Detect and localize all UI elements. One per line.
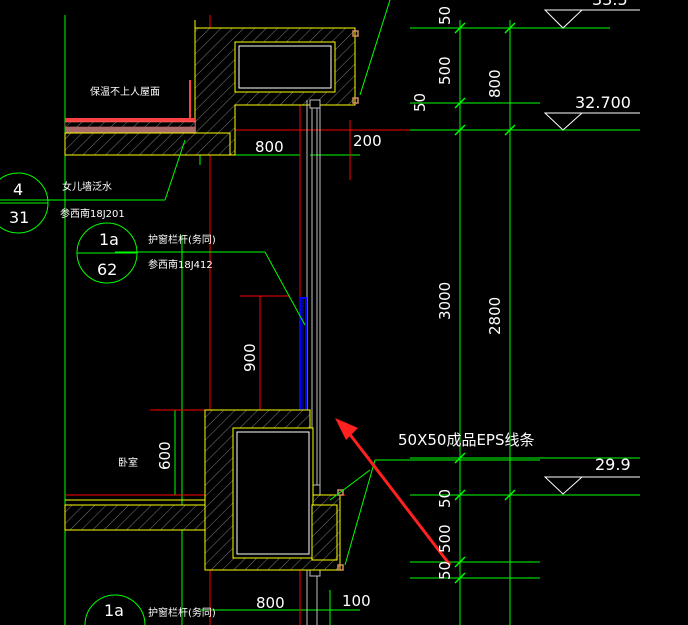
elevation-mid: 32.700 [575,93,631,112]
callout-4-31[interactable]: 4 31 [0,172,49,234]
leader-eps-1 [344,459,376,566]
elevation-values: 33.5 32.700 29.9 [575,0,631,474]
fixing-marks [337,30,359,571]
dim-col2-2800: 2800 [486,297,504,335]
dim-col1-50-low: 50 [436,489,454,508]
dim-800-top: 800 [255,138,284,156]
elevation-triangle-bottom [543,476,584,495]
annotation-arrow [335,418,452,566]
elevation-bottom: 29.9 [595,455,631,474]
labels: 保温不上人屋面 女儿墙泛水 参西南18J201 护窗栏杆(务同) 参西南18J4… [60,85,535,619]
callout-4-31-bottom: 31 [9,208,29,227]
callout-1a-62-bottom: 62 [97,260,117,279]
dim-col1-50-top: 50 [436,6,454,25]
dim-900: 900 [241,343,259,372]
elevation-markers [543,9,640,495]
label-roof: 保温不上人屋面 [90,85,160,98]
leader-waterproof [164,139,186,201]
dim-600: 600 [156,441,174,470]
dim-800-bottom: 800 [256,594,285,612]
elevation-triangle-top [543,9,584,29]
dim-col1-3000: 3000 [436,282,454,320]
label-eps: 50X50成品EPS线条 [398,431,535,449]
dim-col1-500-low: 500 [436,524,454,553]
leader-top [359,0,391,96]
dimensions-horizontal: 800 200 800 100 [255,132,382,612]
top-parapet-structure [189,20,356,156]
dimensions-vertical: 900 600 50 500 50 3000 50 500 50 800 280… [156,6,504,580]
lower-floor-structure [64,409,341,571]
dim-col2-800: 800 [486,69,504,98]
elevation-top: 33.5 [592,0,628,9]
callout-1a-bottom-top: 1a [104,601,124,620]
dim-col1-50-bottom: 50 [436,561,454,580]
callout-1a-bottom[interactable]: 1a [84,594,146,625]
dim-col1-500-top: 500 [436,56,454,85]
callout-1a-62[interactable]: 1a 62 [76,222,138,284]
dim-100: 100 [342,592,371,610]
elevation-triangle-mid [543,112,584,131]
dim-ticks-right [454,22,516,584]
dim-200: 200 [353,132,382,150]
label-guard-top: 护窗栏杆(务同) [148,233,216,246]
dim-col1-50-mid: 50 [411,93,429,112]
label-guard-top-ref: 参西南18J412 [148,258,213,271]
label-guard-bottom: 护窗栏杆(务同) [148,606,216,619]
leader-eps-2 [329,469,371,501]
leader-guard-rail [264,251,306,326]
roof-slab [64,118,231,156]
label-waterproof-ref: 参西南18J201 [60,207,125,220]
label-bedroom: 卧室 [118,456,138,469]
grid-lines [64,15,640,625]
callout-4-31-top: 4 [13,180,23,199]
callout-1a-62-top: 1a [99,230,119,249]
label-waterproof: 女儿墙泛水 [62,180,112,193]
guard-rail [299,297,307,419]
